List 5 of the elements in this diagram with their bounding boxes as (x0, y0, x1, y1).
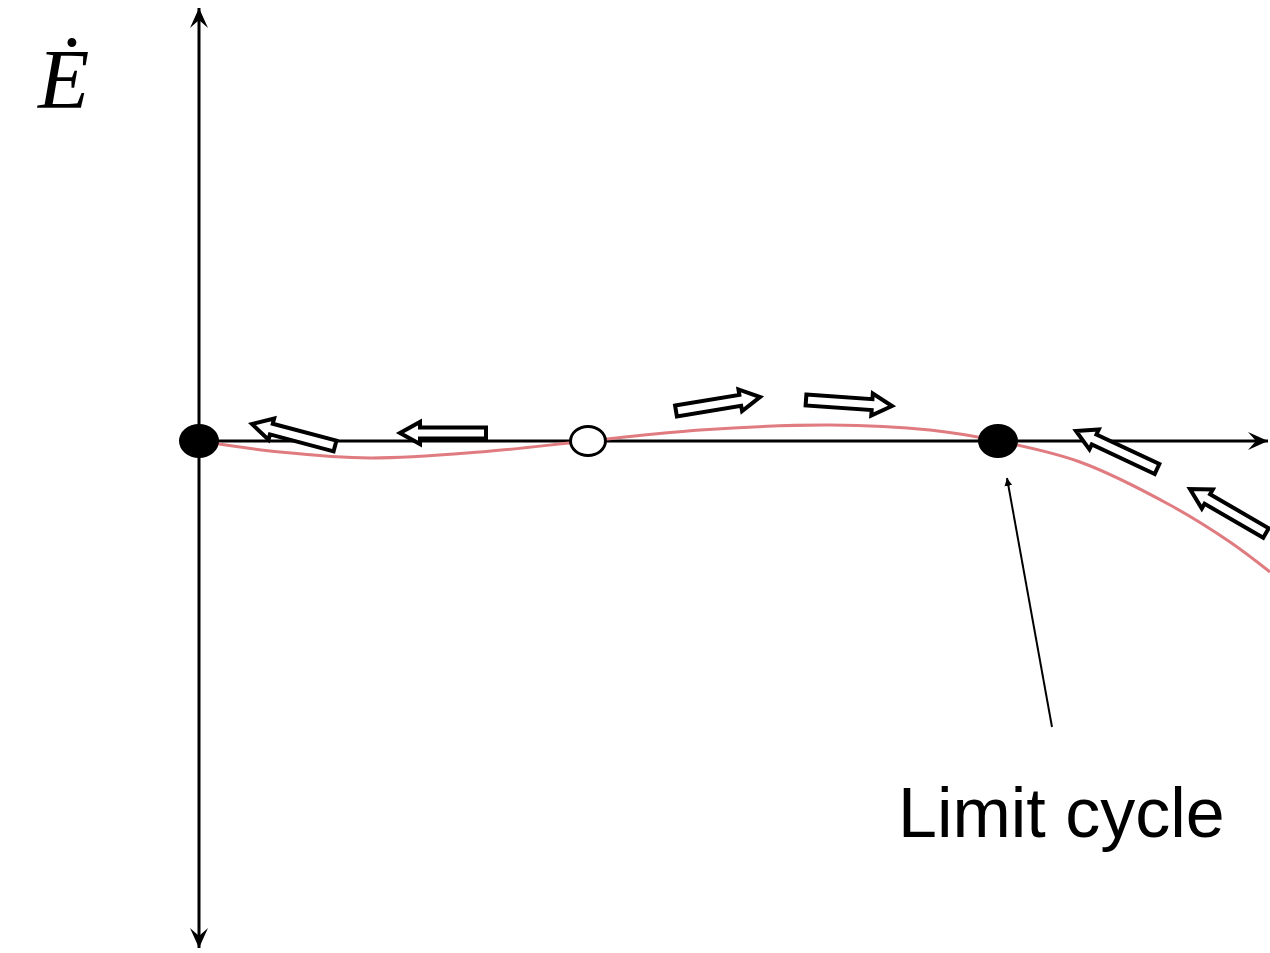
filled-circle (179, 424, 219, 458)
axis-label: Ė (38, 38, 90, 122)
leader-line (1004, 477, 1053, 728)
open-circle (569, 425, 607, 457)
filled-circle (978, 424, 1018, 458)
